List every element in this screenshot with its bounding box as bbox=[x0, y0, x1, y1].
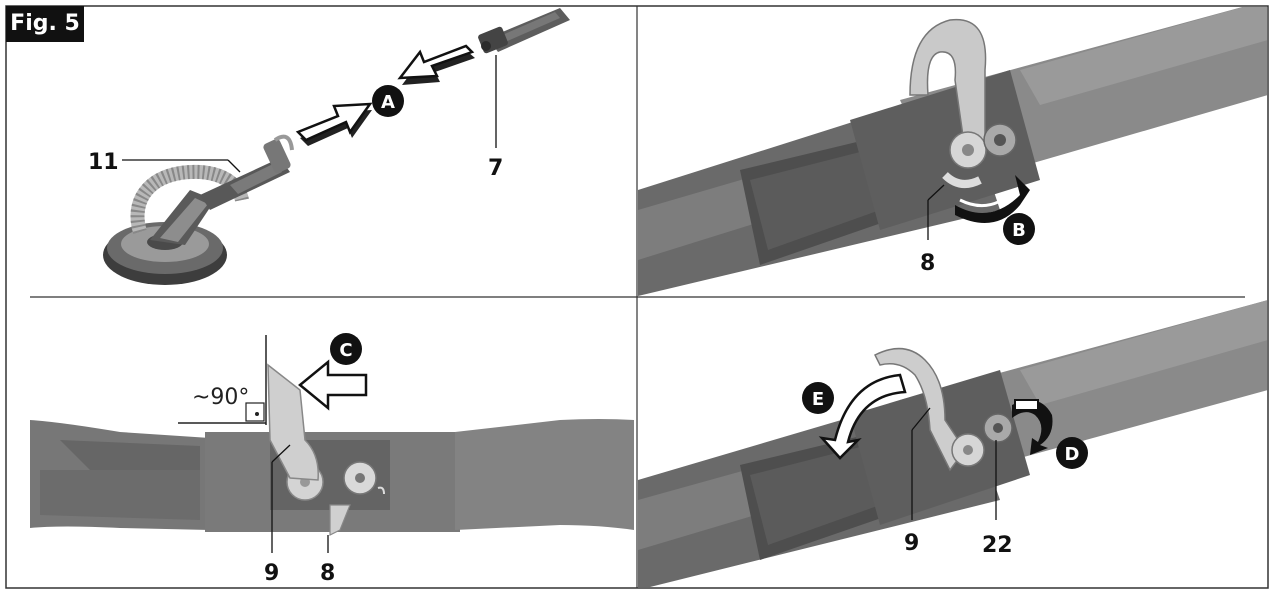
panel-4: E D 9 22 bbox=[638, 300, 1267, 587]
step-marker-e: E bbox=[802, 382, 834, 414]
step-c-label: C bbox=[339, 340, 352, 361]
panel-frames bbox=[5, 5, 1269, 589]
step-marker-c: C bbox=[330, 333, 362, 365]
figure-label: Fig. 5 bbox=[6, 6, 84, 42]
callout-22: 22 bbox=[982, 533, 1013, 558]
insert-arrow-left bbox=[397, 44, 475, 85]
swing-arrow-e bbox=[818, 373, 907, 460]
callout-8-b: 8 bbox=[920, 251, 935, 276]
pole-joint-illustration-b bbox=[638, 7, 1267, 296]
push-arrow-c bbox=[298, 359, 368, 411]
step-marker-a: A bbox=[372, 85, 404, 117]
rotate-arrow-d bbox=[1012, 399, 1053, 455]
panel-1: A 11 7 bbox=[88, 8, 570, 285]
pole-joint-illustration-d bbox=[638, 300, 1267, 587]
insert-arrow-right bbox=[295, 102, 373, 146]
step-marker-b: B bbox=[1003, 213, 1035, 245]
callout-9-c: 9 bbox=[264, 561, 279, 586]
callout-11: 11 bbox=[88, 150, 119, 175]
step-a-label: A bbox=[381, 92, 395, 113]
lever-9-raised bbox=[267, 363, 351, 536]
extension-pole-illustration bbox=[478, 8, 570, 54]
sander-head-illustration bbox=[103, 134, 294, 285]
step-d-label: D bbox=[1065, 444, 1080, 465]
angle-indicator: ~90° bbox=[178, 335, 267, 425]
rotate-arrow-b bbox=[955, 175, 1030, 223]
step-e-label: E bbox=[812, 389, 824, 410]
step-marker-d: D bbox=[1056, 437, 1088, 469]
callout-9-d: 9 bbox=[904, 531, 919, 556]
callout-8-c: 8 bbox=[320, 561, 335, 586]
callout-7: 7 bbox=[488, 156, 503, 181]
angle-label: ~90° bbox=[192, 385, 249, 410]
panel-3: ~90° C 9 8 bbox=[30, 333, 634, 586]
step-b-label: B bbox=[1012, 220, 1026, 241]
panel-2: B 8 bbox=[638, 7, 1267, 296]
